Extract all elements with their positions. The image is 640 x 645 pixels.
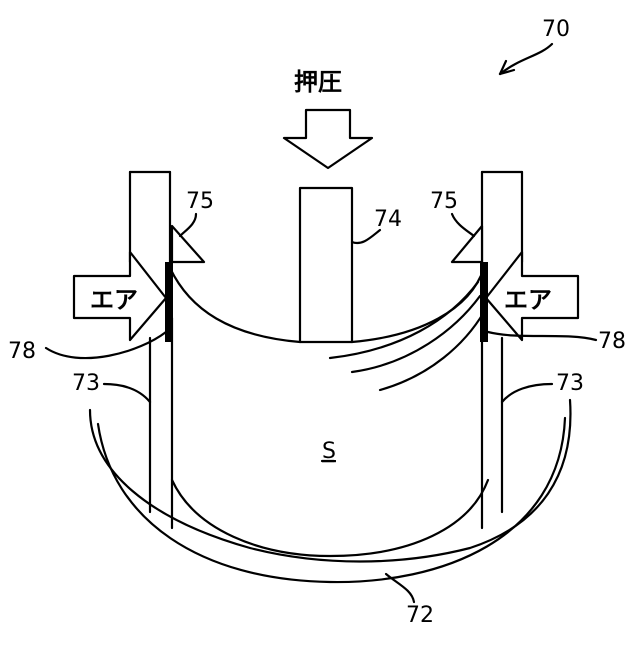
ref-75-left: 75 xyxy=(186,189,214,214)
ref-78-left: 78 xyxy=(8,339,36,364)
right-strip-78 xyxy=(480,262,488,342)
left-wall xyxy=(130,172,172,528)
sheet-bottom-arc xyxy=(172,480,488,556)
ref-78-right: 78 xyxy=(598,329,626,354)
pressing-label: 押圧 xyxy=(294,68,342,96)
ref-74: 74 xyxy=(374,207,402,232)
left-strip-78 xyxy=(165,262,173,342)
press-rod-74 xyxy=(300,188,352,342)
right-wall xyxy=(482,172,522,528)
sheet-top-curve-right xyxy=(352,268,484,342)
ref-72: 72 xyxy=(406,603,434,628)
sheet-top-curve xyxy=(170,268,300,342)
left-air-label: エア xyxy=(90,286,138,314)
press-arrow xyxy=(284,110,372,168)
figure-number: 70 xyxy=(542,17,570,42)
ref-73-right: 73 xyxy=(556,371,584,396)
outer-tray-72 xyxy=(90,400,570,562)
left-seal-75 xyxy=(172,226,204,262)
ref-75-right: 75 xyxy=(430,189,458,214)
figure-number-arrow xyxy=(500,44,552,74)
right-air-label: エア xyxy=(504,286,552,314)
ref-73-left: 73 xyxy=(72,371,100,396)
